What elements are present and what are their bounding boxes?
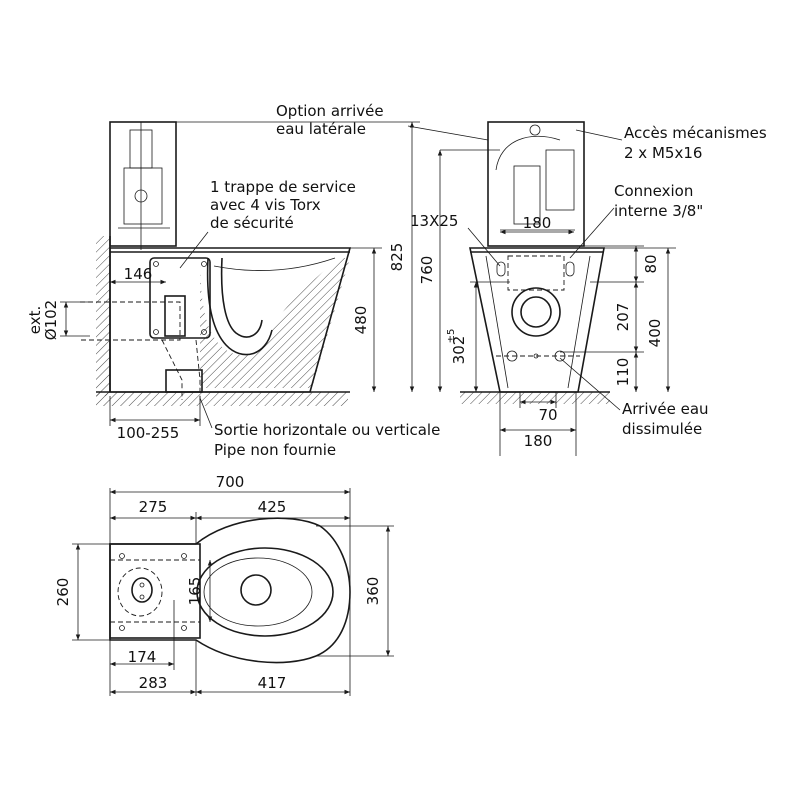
front-view: 760 180 80 207 110 400 302 ±5 70 xyxy=(407,121,676,456)
outlet-pipe-vertical xyxy=(161,339,201,400)
dim-80: 80 xyxy=(642,254,660,273)
top-view: 700 275 425 260 165 360 174 283 417 xyxy=(54,473,394,696)
dim-302-tolerance: ±5 xyxy=(446,329,457,344)
callout-outlet-2: Pipe non fournie xyxy=(214,441,336,459)
dim-417: 417 xyxy=(258,674,287,692)
dim-174: 174 xyxy=(128,648,157,666)
callout-internal-conn-2: interne 3/8" xyxy=(614,202,703,220)
dim-100-255: 100-255 xyxy=(117,424,180,442)
dim-760: 760 xyxy=(418,256,436,285)
dim-110: 110 xyxy=(614,358,632,387)
trap-curve xyxy=(206,257,273,356)
dim-825: 825 xyxy=(388,243,406,272)
dim-207: 207 xyxy=(614,303,632,332)
dim-400: 400 xyxy=(646,319,664,348)
callout-service-hatch-2: avec 4 vis Torx xyxy=(210,196,321,214)
bowl-rim xyxy=(196,547,334,637)
dim-260: 260 xyxy=(54,578,72,607)
flush-valve xyxy=(123,167,163,225)
cistern-front xyxy=(487,121,585,247)
dim-700: 700 xyxy=(216,473,245,491)
dim-425: 425 xyxy=(258,498,287,516)
dim-180-bottom: 180 xyxy=(524,432,553,450)
callout-internal-conn-1: Connexion xyxy=(614,182,693,200)
dim-283: 283 xyxy=(139,674,168,692)
callout-service-hatch-1: 1 trappe de service xyxy=(210,178,356,196)
side-callouts: 1 trappe de service avec 4 vis Torx de s… xyxy=(210,102,440,459)
dim-165: 165 xyxy=(186,577,204,606)
callout-mech-access-2: 2 x M5x16 xyxy=(624,144,702,162)
wall-hatch xyxy=(96,236,110,396)
callout-service-hatch-3: de sécurité xyxy=(210,214,294,232)
bowl-top-outline xyxy=(109,517,351,664)
front-callouts: Accès mécanismes 2 x M5x16 Connexion int… xyxy=(410,124,767,438)
label-13x25: 13X25 xyxy=(410,212,458,230)
cistern-side xyxy=(109,121,177,247)
callout-hidden-inlet-2: dissimulée xyxy=(622,420,702,438)
dim-70: 70 xyxy=(538,406,557,424)
callout-side-inlet-1: Option arrivée xyxy=(276,102,384,120)
outlet-pipe-horizontal xyxy=(80,301,181,341)
floor-hatch xyxy=(96,392,348,406)
outlet-circle xyxy=(511,287,561,337)
dim-480: 480 xyxy=(352,306,370,335)
dim-360: 360 xyxy=(364,577,382,606)
dim-outlet-diameter: Ø102 xyxy=(42,300,60,340)
callout-hidden-inlet-1: Arrivée eau xyxy=(622,400,709,418)
dim-275: 275 xyxy=(139,498,168,516)
dim-302: 302 xyxy=(450,336,468,365)
dim-ext-label: ext. xyxy=(26,306,44,335)
bowl-shell-side xyxy=(109,247,352,393)
dim-180-top: 180 xyxy=(523,214,552,232)
callout-outlet-1: Sortie horizontale ou verticale xyxy=(214,421,440,439)
callout-side-inlet-2: eau latérale xyxy=(276,120,366,138)
side-view: ext. Ø102 146 480 825 100-255 xyxy=(26,121,420,442)
callout-mech-access-1: Accès mécanismes xyxy=(624,124,767,142)
dim-146: 146 xyxy=(124,265,153,283)
bowl-front xyxy=(469,247,605,393)
drain-hole xyxy=(240,574,272,606)
